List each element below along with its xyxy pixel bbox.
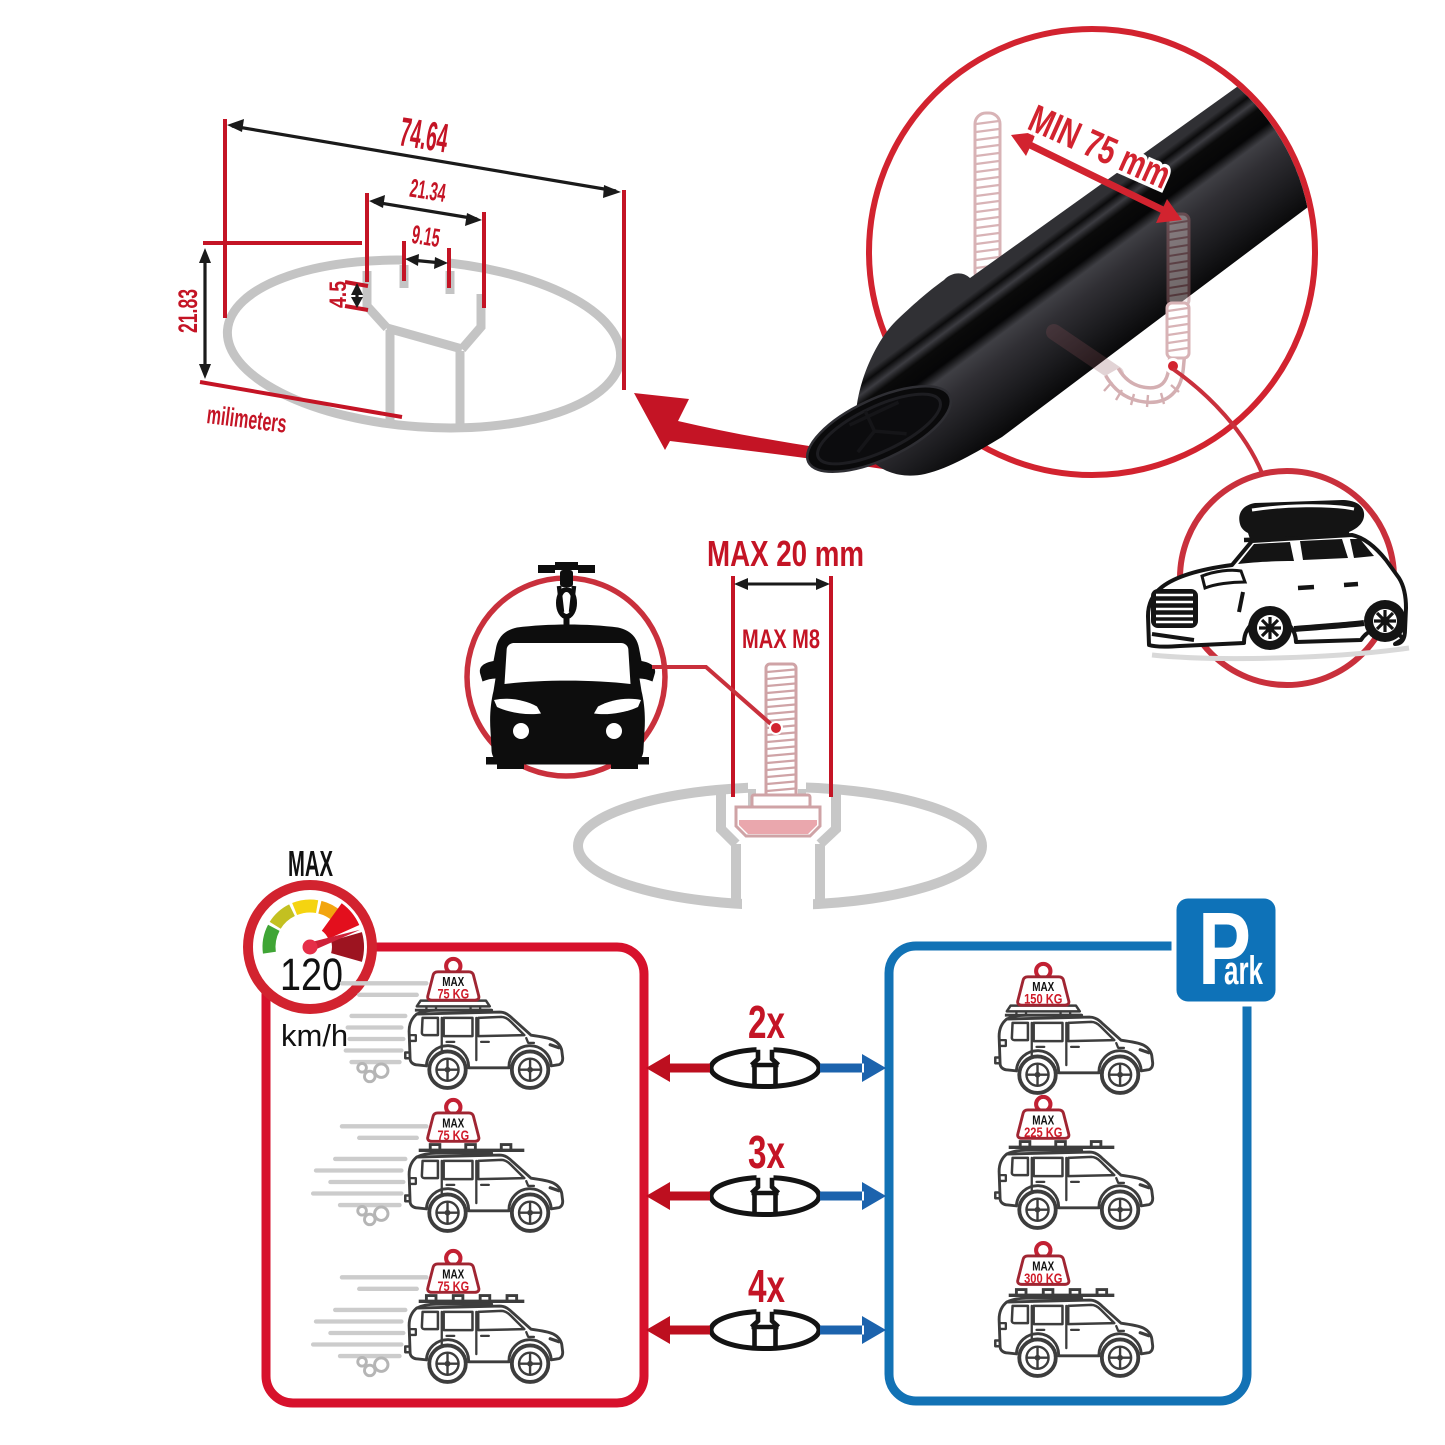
svg-text:MAX: MAX: [442, 1116, 465, 1130]
svg-text:MAX: MAX: [1032, 1259, 1055, 1273]
svg-text:MAX: MAX: [1032, 1113, 1055, 1127]
svg-text:MAX M8: MAX M8: [742, 624, 820, 654]
svg-text:MAX: MAX: [442, 975, 465, 989]
svg-text:MAX 20 mm: MAX 20 mm: [707, 533, 864, 574]
svg-text:4x: 4x: [748, 1260, 785, 1312]
svg-text:P: P: [1198, 891, 1251, 1006]
svg-text:21.83: 21.83: [173, 289, 203, 333]
svg-text:74.64: 74.64: [397, 109, 452, 162]
svg-text:75 KG: 75 KG: [437, 1127, 469, 1143]
svg-text:ark: ark: [1224, 949, 1263, 993]
svg-text:150 KG: 150 KG: [1024, 991, 1062, 1007]
svg-text:2x: 2x: [748, 996, 785, 1048]
svg-text:300 KG: 300 KG: [1024, 1270, 1062, 1286]
svg-text:3x: 3x: [748, 1126, 785, 1178]
svg-text:21.34: 21.34: [408, 173, 449, 208]
svg-text:75 KG: 75 KG: [437, 1278, 469, 1294]
svg-text:225 KG: 225 KG: [1024, 1124, 1062, 1140]
svg-text:9.15: 9.15: [410, 219, 442, 253]
svg-text:75 KG: 75 KG: [437, 986, 469, 1002]
svg-text:MAX: MAX: [288, 843, 333, 884]
svg-text:4.5: 4.5: [325, 281, 352, 308]
svg-text:km/h: km/h: [281, 1018, 348, 1053]
svg-text:MAX: MAX: [442, 1267, 465, 1281]
svg-text:120: 120: [280, 949, 343, 1000]
svg-text:MAX: MAX: [1032, 980, 1055, 994]
